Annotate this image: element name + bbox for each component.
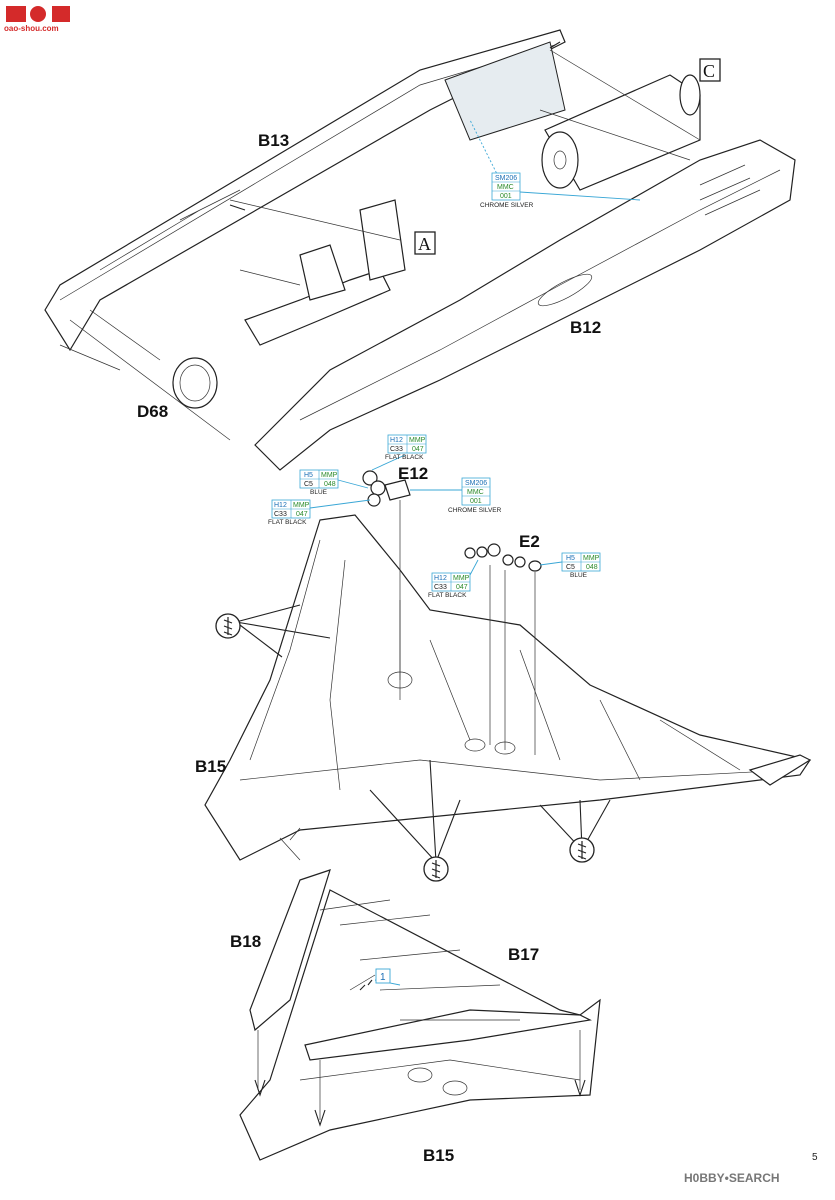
svg-text:FLAT BLACK: FLAT BLACK [385, 454, 424, 461]
svg-text:MMP: MMP [453, 575, 470, 582]
svg-text:001: 001 [500, 193, 512, 200]
ejection-seat [359, 199, 406, 281]
svg-text:MMC: MMC [467, 489, 484, 496]
svg-text:048: 048 [324, 481, 336, 488]
svg-text:FLAT BLACK: FLAT BLACK [428, 592, 467, 599]
watermark: H0BBY•SEARCH [684, 1171, 780, 1185]
label-e2: E2 [519, 532, 540, 551]
drill-symbol-center [423, 856, 449, 882]
page-number: 5 [812, 1152, 818, 1163]
label-b18: B18 [230, 932, 261, 951]
svg-text:BLUE: BLUE [570, 572, 588, 579]
svg-text:C: C [703, 61, 715, 81]
label-e12: E12 [398, 464, 428, 483]
svg-text:C33: C33 [434, 584, 447, 591]
paint-callout-black-e2: H12 MMP C33 047 FLAT BLACK [428, 559, 479, 599]
label-b15-top: B15 [195, 757, 226, 776]
marker-c: C [699, 58, 721, 82]
svg-text:C33: C33 [274, 511, 287, 518]
svg-text:047: 047 [296, 511, 308, 518]
svg-text:MMP: MMP [583, 555, 600, 562]
wing-part-b17 [304, 1009, 592, 1061]
svg-text:C5: C5 [566, 564, 575, 571]
svg-text:1: 1 [380, 972, 386, 983]
exhaust-liner [444, 41, 566, 141]
svg-text:H5: H5 [566, 555, 575, 562]
label-b13: B13 [258, 131, 289, 150]
svg-text:BLUE: BLUE [310, 489, 328, 496]
svg-text:001: 001 [470, 498, 482, 505]
paint-callout-black-e12: H12 MMP C33 047 FLAT BLACK [371, 434, 427, 471]
label-b12: B12 [570, 318, 601, 337]
svg-text:FLAT BLACK: FLAT BLACK [268, 519, 307, 526]
logo-site-name: oao-shou.com [4, 24, 59, 33]
svg-text:CHROME SILVER: CHROME SILVER [448, 507, 502, 514]
svg-text:MMP: MMP [321, 472, 338, 479]
site-logo: oao-shou.com [4, 6, 70, 33]
part-e12-a [362, 470, 378, 486]
svg-text:H5: H5 [304, 472, 313, 479]
engine-part [544, 74, 701, 191]
svg-text:C33: C33 [390, 446, 403, 453]
paint-callout-blue-e2: H5 MMP C5 048 BLUE [539, 552, 601, 579]
drill-symbol-left [215, 613, 241, 639]
bulkhead-ring-d68 [172, 357, 218, 409]
svg-text:H12: H12 [390, 437, 403, 444]
svg-text:047: 047 [456, 584, 468, 591]
svg-text:MMC: MMC [497, 184, 514, 191]
svg-text:A: A [418, 234, 431, 254]
svg-text:047: 047 [412, 446, 424, 453]
label-d68: D68 [137, 402, 168, 421]
drill-symbol-right [569, 837, 595, 863]
fuselage-half-b12 [254, 139, 796, 471]
svg-text:SM206: SM206 [495, 175, 517, 182]
label-b17: B17 [508, 945, 539, 964]
paint-callout-chrome-e12: SM206 MMC 001 CHROME SILVER [410, 477, 502, 514]
paint-callout-chrome-top: SM206 MMC 001 CHROME SILVER [469, 119, 641, 209]
step-number-box: 1 [374, 968, 401, 986]
paint-callout-black-left: H12 MMP C33 047 FLAT BLACK [268, 499, 371, 526]
svg-text:MMP: MMP [293, 502, 310, 509]
svg-text:SM206: SM206 [465, 480, 487, 487]
marker-a: A [414, 231, 436, 255]
wing-part-b18 [249, 869, 331, 1032]
svg-text:H12: H12 [274, 502, 287, 509]
part-e2-a [464, 547, 476, 559]
wing-assembly-bottom [239, 869, 601, 1161]
label-b15-bottom: B15 [423, 1146, 454, 1165]
svg-text:048: 048 [586, 564, 598, 571]
svg-text:C5: C5 [304, 481, 313, 488]
paint-callout-blue-e12: H5 MMP C5 048 BLUE [299, 469, 369, 496]
wing-part-b15 [204, 514, 811, 861]
cockpit-tub [244, 269, 391, 346]
svg-text:H12: H12 [434, 575, 447, 582]
svg-text:CHROME SILVER: CHROME SILVER [480, 202, 534, 209]
svg-text:MMP: MMP [409, 437, 426, 444]
fuselage-assembly [44, 29, 796, 471]
wing-assembly-b15 [204, 470, 812, 863]
